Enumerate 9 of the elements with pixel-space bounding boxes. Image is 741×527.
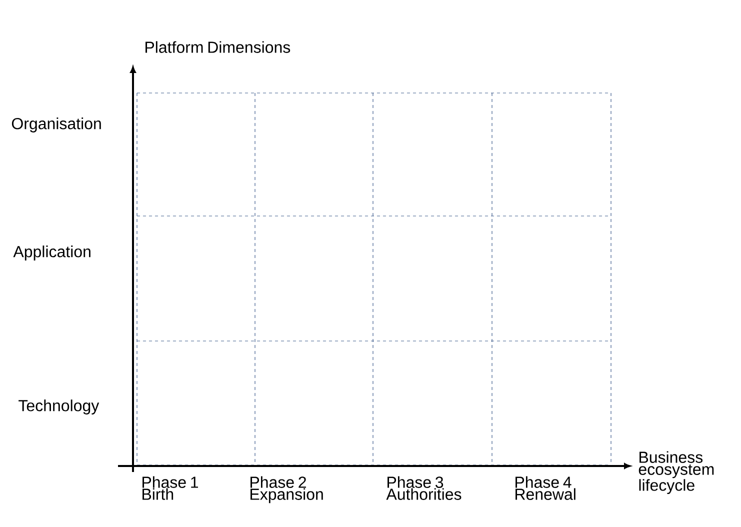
column-label: Phase 3 Authorities [386,476,462,500]
column-label: Phase 4 Renewal [516,476,576,500]
axis-title: Platform Dimensions [146,41,290,53]
column-label: Phase 1 Birth [142,476,198,500]
axis-title: Business ecosystem lifecycle [638,451,714,494]
row-label: Organisation [12,118,101,132]
row-label: Technology [18,400,100,414]
column-label: Phase 2 Expansion [250,476,323,504]
row-label: Application [13,246,90,260]
